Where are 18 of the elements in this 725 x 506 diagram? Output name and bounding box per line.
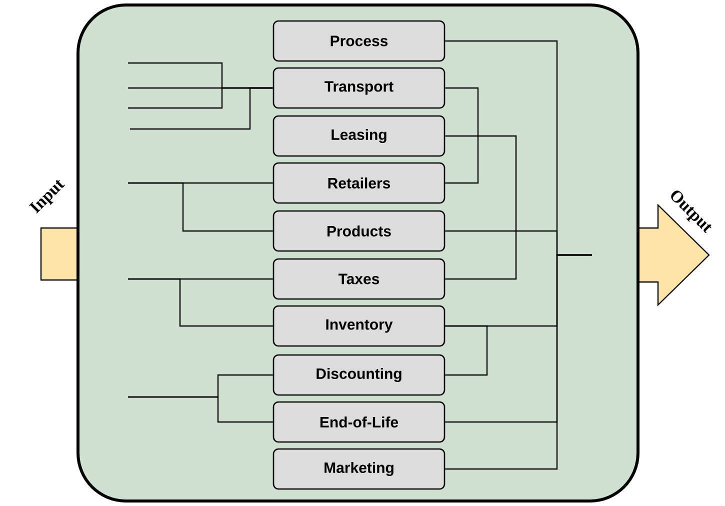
connector-line [445, 87, 479, 184]
connector-line [445, 254, 592, 470]
connector-line [128, 278, 273, 327]
process-box: Discounting [272, 354, 446, 396]
process-box: Leasing [272, 115, 446, 157]
process-box: Transport [272, 67, 446, 109]
connector-line [445, 135, 517, 280]
process-box: Process [272, 20, 446, 62]
process-box: Inventory [272, 305, 446, 347]
process-box: Products [272, 210, 446, 252]
connector-line [128, 182, 273, 232]
process-box: End-of-Life [272, 401, 446, 443]
connector-line [445, 325, 488, 376]
process-box: Taxes [272, 258, 446, 300]
process-box: Retailers [272, 162, 446, 204]
process-box: Marketing [272, 448, 446, 490]
connector-line [128, 396, 273, 423]
connector-line [130, 87, 273, 130]
